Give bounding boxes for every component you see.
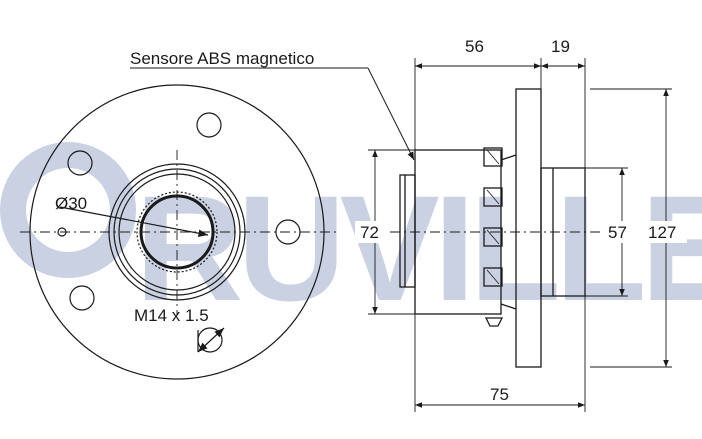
thread-spec-label: M14 x 1.5 bbox=[134, 306, 209, 325]
inner-spigot bbox=[399, 174, 416, 288]
encoder-tooth-2 bbox=[483, 187, 503, 207]
seal-lip bbox=[484, 317, 504, 327]
thread-leader bbox=[197, 327, 225, 353]
dim-72-label: 72 bbox=[360, 223, 379, 242]
neck-bottom bbox=[500, 303, 517, 310]
encoder-tooth-1 bbox=[483, 147, 503, 167]
dim-57-label: 57 bbox=[608, 223, 627, 242]
dim-75-label: 75 bbox=[490, 385, 509, 404]
dim-56-label: 56 bbox=[465, 37, 484, 56]
bore-leader bbox=[59, 206, 209, 237]
front-view bbox=[20, 84, 340, 380]
abs-sensor-label: Sensore ABS magnetico bbox=[130, 49, 314, 68]
dim-127-label: 127 bbox=[648, 223, 676, 242]
dim-19-label: 19 bbox=[551, 37, 570, 56]
bolt-hole-lower-left bbox=[69, 285, 95, 311]
encoder-tooth-4 bbox=[483, 267, 503, 287]
ruville-logo: RUVILLE bbox=[0, 142, 702, 332]
bolt-hole-upper-left bbox=[67, 150, 93, 176]
bolt-hole-top bbox=[196, 112, 222, 138]
neck-top bbox=[500, 154, 517, 161]
encoder-hatching bbox=[486, 149, 500, 285]
encoder-tooth-3 bbox=[483, 227, 503, 247]
watermark-text: RUVILLE bbox=[135, 164, 702, 332]
side-view bbox=[390, 88, 600, 368]
sensor-leader bbox=[367, 67, 415, 161]
bore-diameter-label: Ø30 bbox=[55, 194, 87, 213]
